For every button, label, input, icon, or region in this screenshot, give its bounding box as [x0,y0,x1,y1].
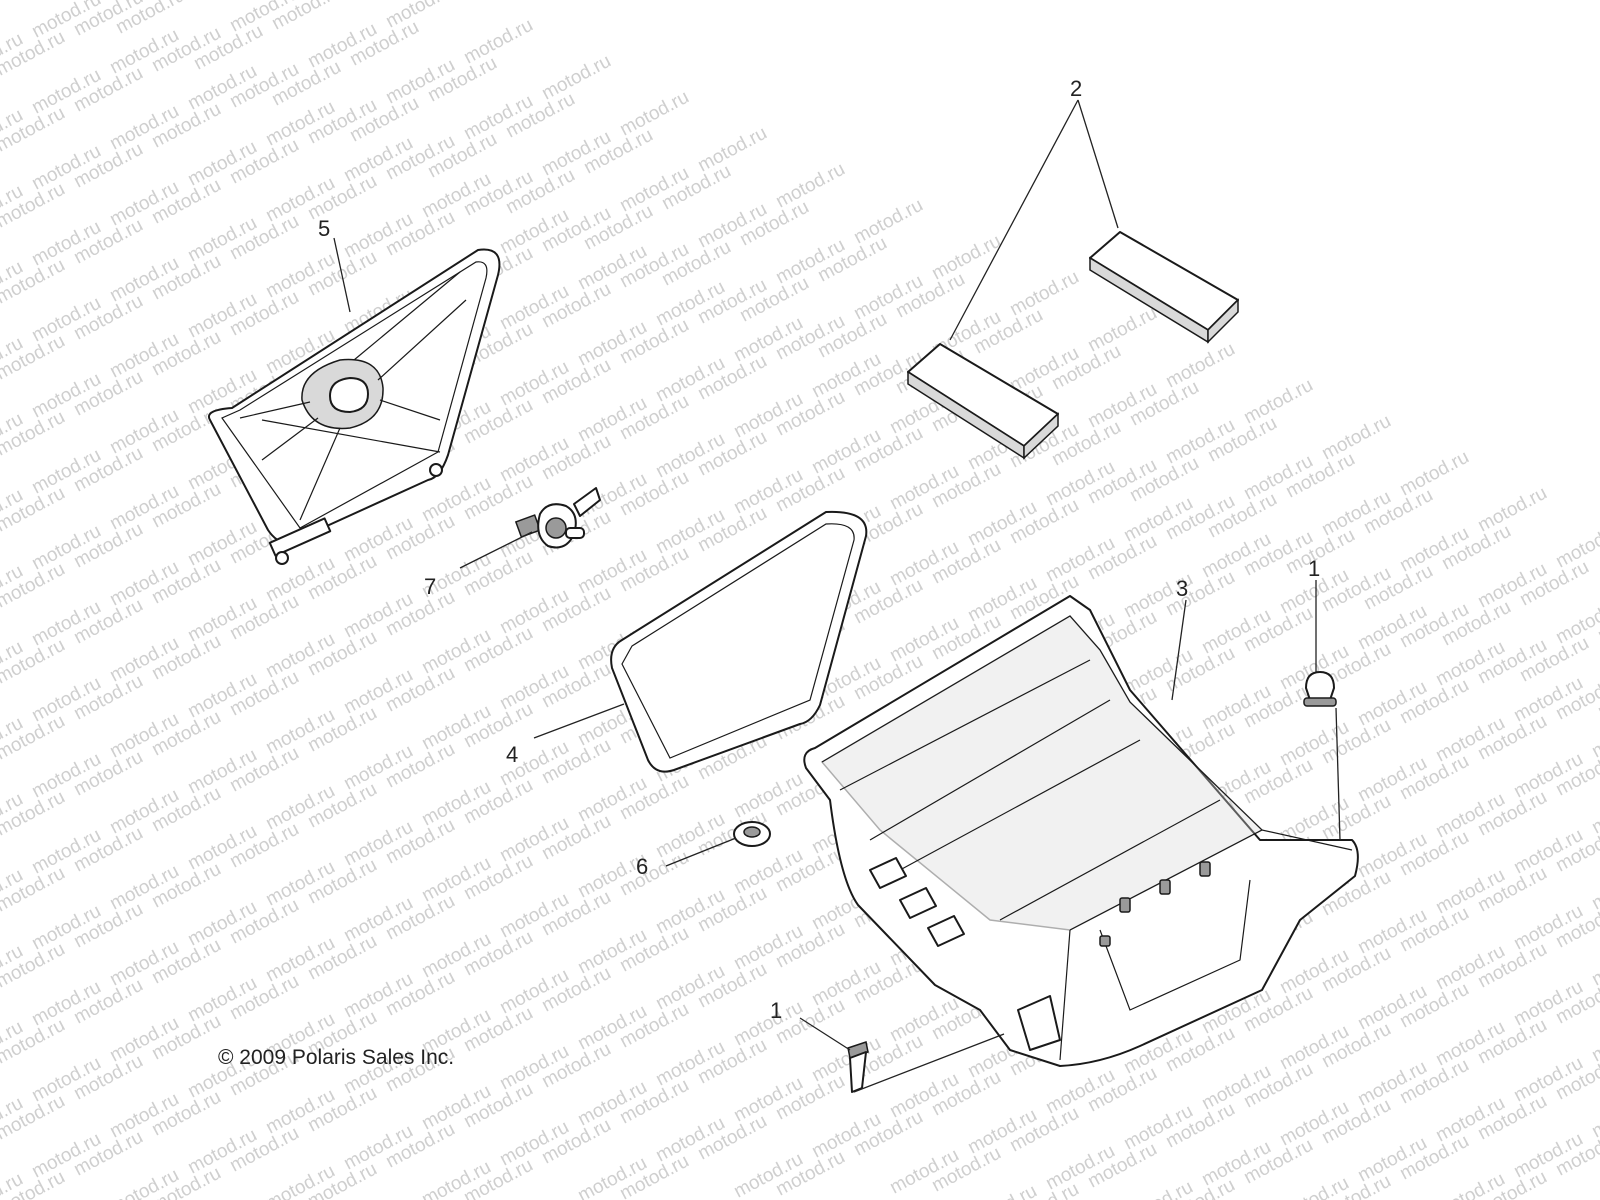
callout-3: 3 [1176,576,1188,601]
part-4-gasket [610,510,868,773]
part-5-panel-frame [208,248,501,565]
part-1-push-rivet-bottom [847,1041,869,1093]
callout-7: 7 [424,574,436,599]
callout-4: 4 [506,742,518,767]
part-1-push-rivet-top [1303,671,1337,707]
leader-lines [333,99,1341,1093]
part-3-airbox [803,595,1359,1067]
part-2-foam-pads [907,231,1239,460]
callout-5: 5 [318,216,330,241]
part-6-grommet [733,821,771,847]
callout-2: 2 [1070,76,1082,101]
callout-1-top: 1 [1308,556,1320,581]
part-7-latch [514,487,601,549]
copyright-text: © 2009 Polaris Sales Inc. [218,1046,454,1069]
callout-1-bottom: 1 [770,998,782,1023]
callout-6: 6 [636,854,648,879]
